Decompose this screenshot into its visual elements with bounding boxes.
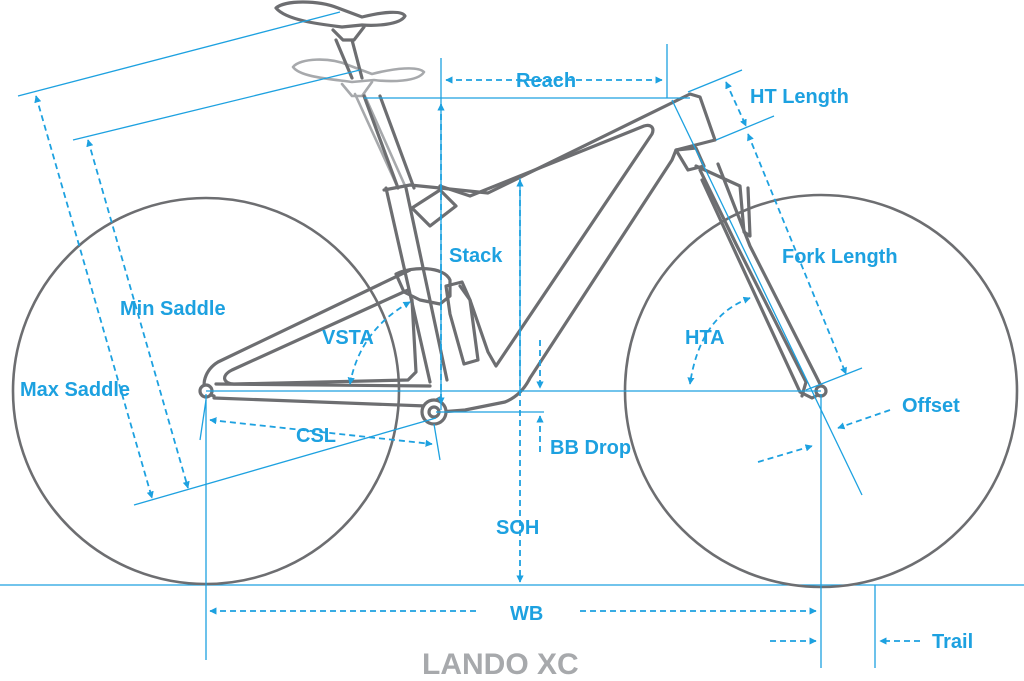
ghost-saddle-low-position	[291, 58, 426, 190]
saddle-high-position	[274, 0, 407, 80]
hta-label: HTA	[685, 327, 725, 349]
fork	[694, 162, 828, 400]
trail-label: Trail	[932, 631, 973, 653]
offset-label: Offset	[902, 395, 960, 417]
wb-label: WB	[510, 603, 543, 625]
measurement-lines	[17, 11, 920, 668]
model-title: LANDO XC	[422, 648, 579, 681]
bb-drop-label: BB Drop	[550, 437, 631, 459]
fork-length-label: Fork Length	[782, 246, 898, 268]
reach-label: Reach	[516, 70, 576, 92]
min-saddle-label: Min Saddle	[120, 298, 226, 320]
vsta-label: VSTA	[322, 327, 374, 349]
stack-label: Stack	[449, 245, 503, 267]
max-saddle-label: Max Saddle	[20, 379, 130, 401]
soh-label: SOH	[496, 517, 539, 539]
ht-length-label: HT Length	[750, 86, 849, 108]
csl-label: CSL	[296, 425, 336, 447]
